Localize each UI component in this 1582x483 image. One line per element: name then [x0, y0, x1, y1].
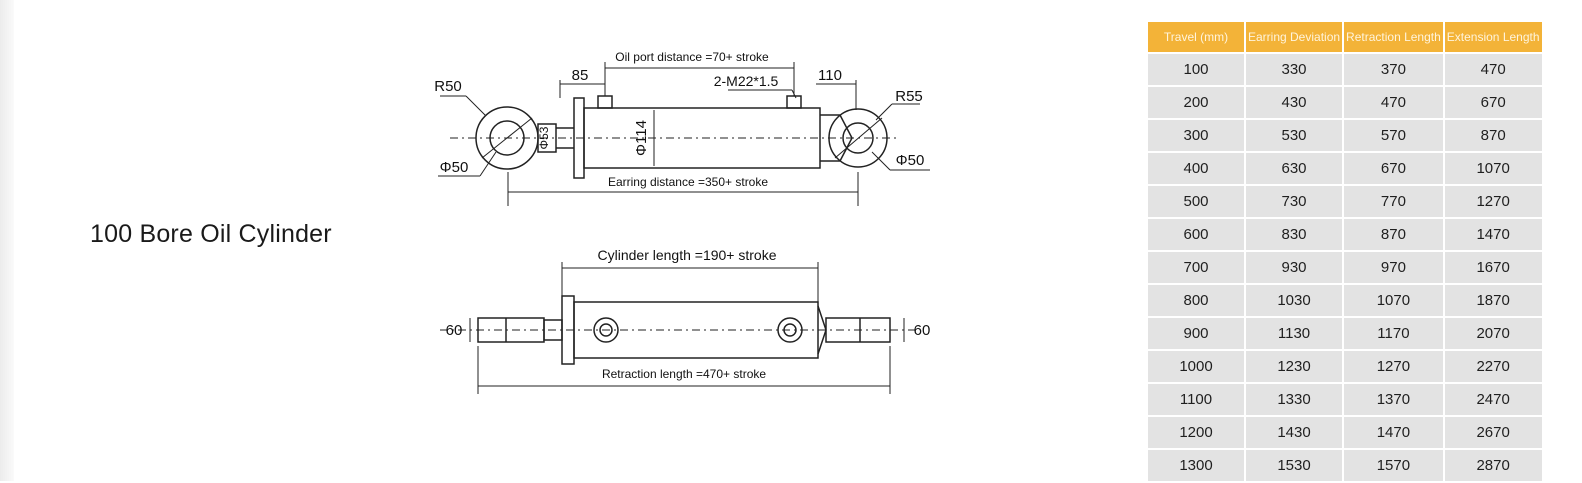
- table-cell: 1200: [1148, 417, 1244, 448]
- table-cell: 1570: [1344, 450, 1443, 481]
- left-hole-label: Φ50: [440, 159, 469, 176]
- table-cell: 970: [1344, 252, 1443, 283]
- retraction-length-label: Retraction length =470+ stroke: [602, 367, 766, 381]
- table-cell: 1430: [1246, 417, 1343, 448]
- cylinder-drawing: Oil port distance =70+ stroke 85 110 2-M…: [434, 50, 931, 394]
- table-cell: 600: [1148, 219, 1244, 250]
- table-cell: 770: [1344, 186, 1443, 217]
- table-cell: 370: [1344, 54, 1443, 85]
- table-cell: 700: [1148, 252, 1244, 283]
- table-cell: 530: [1246, 120, 1343, 151]
- table-cell: 1230: [1246, 351, 1343, 382]
- table-cell: 470: [1444, 54, 1542, 85]
- top-view: [438, 62, 930, 206]
- table-cell: 1270: [1444, 186, 1542, 217]
- oil-port-distance-label: Oil port distance =70+ stroke: [615, 50, 769, 64]
- table-cell: 1170: [1344, 318, 1443, 349]
- table-cell: 1470: [1344, 417, 1443, 448]
- table-cell: 1030: [1246, 285, 1343, 316]
- table-cell: 430: [1246, 87, 1343, 118]
- cylinder-length-label: Cylinder length =190+ stroke: [598, 247, 777, 263]
- dim-85-label: 85: [572, 67, 589, 84]
- table-cell: 1300: [1148, 450, 1244, 481]
- side-view: [440, 262, 920, 394]
- header-travel: Travel (mm): [1148, 22, 1244, 52]
- table-cell: 2270: [1444, 351, 1542, 382]
- bore-diameter-label: Φ114: [633, 120, 650, 156]
- table-cell: 570: [1344, 120, 1443, 151]
- table-cell: 1270: [1344, 351, 1443, 382]
- dim-110-label: 110: [818, 67, 842, 84]
- table-cell: 930: [1246, 252, 1343, 283]
- table-cell: 1470: [1444, 219, 1542, 250]
- table-cell: 2470: [1444, 384, 1542, 415]
- right-radius-label: R55: [895, 88, 923, 105]
- table-cell: 2870: [1444, 450, 1542, 481]
- table-cell: 1070: [1444, 153, 1542, 184]
- page-title: 100 Bore Oil Cylinder: [90, 220, 332, 248]
- left-width-label: 60: [446, 322, 463, 339]
- table-cell: 1070: [1344, 285, 1443, 316]
- table-cell: 1870: [1444, 285, 1542, 316]
- table-cell: 670: [1444, 87, 1542, 118]
- rod-diameter-label: Φ53: [537, 126, 551, 149]
- table-cell: 830: [1246, 219, 1343, 250]
- right-width-label: 60: [914, 322, 931, 339]
- table-cell: 900: [1148, 318, 1244, 349]
- right-hole-label: Φ50: [896, 152, 925, 169]
- port-thread-label: 2-M22*1.5: [714, 73, 779, 89]
- earring-distance-label: Earring distance =350+ stroke: [608, 175, 768, 189]
- table-header-row: Travel (mm) Earring Deviation Retraction…: [1148, 22, 1542, 52]
- table-cell: 1330: [1246, 384, 1343, 415]
- table-cell: 200: [1148, 87, 1244, 118]
- header-earring-deviation: Earring Deviation: [1246, 22, 1343, 52]
- table-cell: 630: [1246, 153, 1343, 184]
- table-cell: 1370: [1344, 384, 1443, 415]
- table-cell: 1000: [1148, 351, 1244, 382]
- table-cell: 470: [1344, 87, 1443, 118]
- table-cell: 1530: [1246, 450, 1343, 481]
- table-cell: 1100: [1148, 384, 1244, 415]
- table-cell: 100: [1148, 54, 1244, 85]
- specification-table: Travel (mm) Earring Deviation Retraction…: [1146, 20, 1544, 483]
- table-cell: 2070: [1444, 318, 1542, 349]
- left-edge-shadow: [0, 0, 14, 481]
- table-cell: 1670: [1444, 252, 1542, 283]
- table-cell: 730: [1246, 186, 1343, 217]
- table-cell: 300: [1148, 120, 1244, 151]
- header-retraction-length: Retraction Length: [1344, 22, 1443, 52]
- left-radius-label: R50: [434, 78, 462, 95]
- table-cell: 670: [1344, 153, 1443, 184]
- table-cell: 870: [1444, 120, 1542, 151]
- table-cell: 400: [1148, 153, 1244, 184]
- header-extension-length: Extension Length: [1444, 22, 1542, 52]
- table-cell: 1130: [1246, 318, 1343, 349]
- table-cell: 330: [1246, 54, 1343, 85]
- table-cell: 2670: [1444, 417, 1542, 448]
- table-cell: 800: [1148, 285, 1244, 316]
- table-cell: 500: [1148, 186, 1244, 217]
- table-cell: 870: [1344, 219, 1443, 250]
